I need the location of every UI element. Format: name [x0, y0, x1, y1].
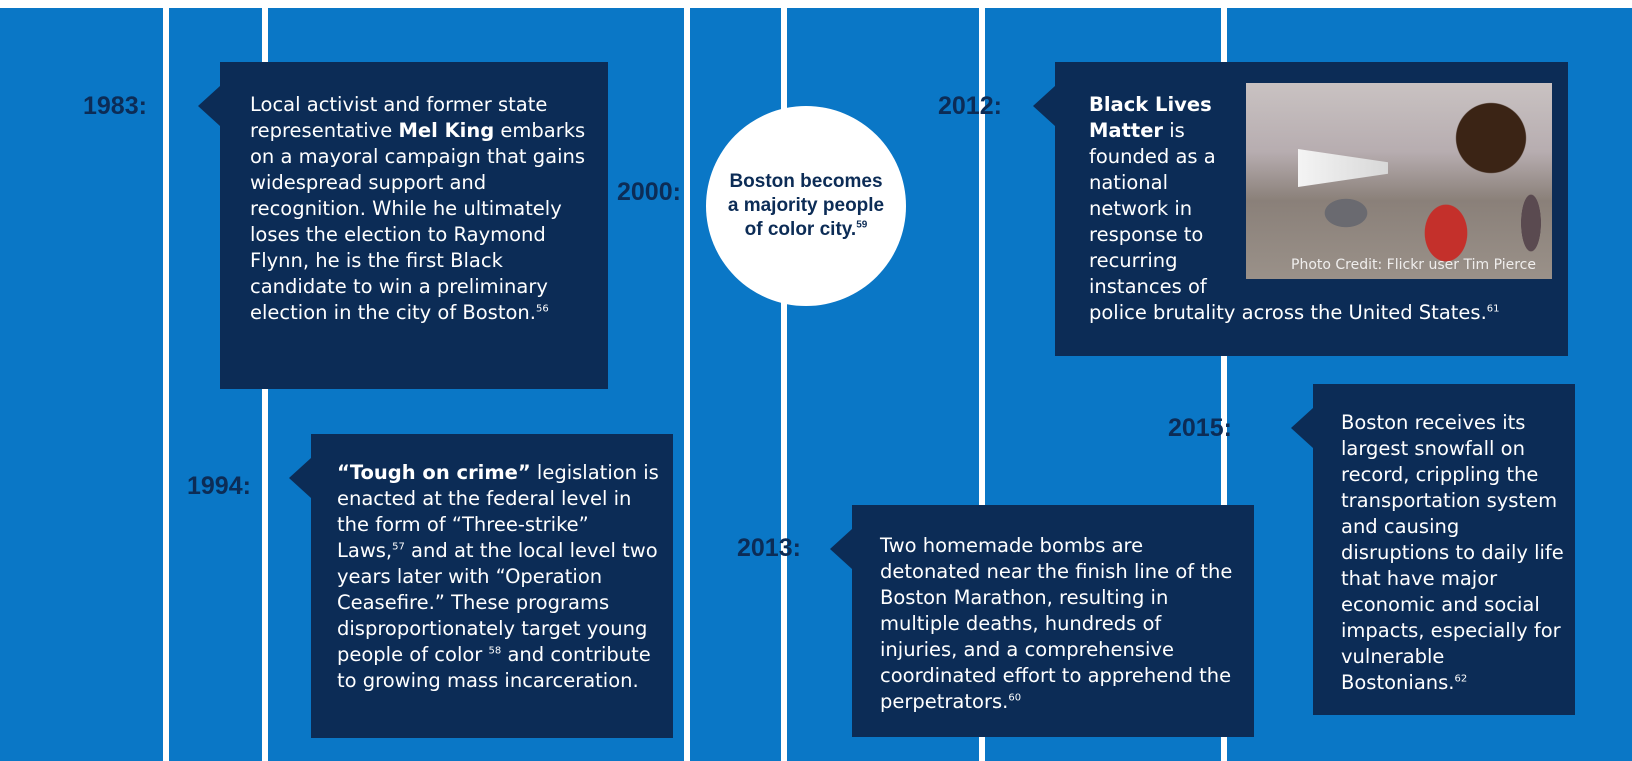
photo-credit: Photo Credit: Flickr user Tim Pierce: [1291, 257, 1536, 273]
event-highlight: “Tough on crime”: [337, 461, 531, 484]
year-label-1983: 1983:: [83, 92, 147, 120]
event-circle-2000: Boston becomes a majority people of colo…: [706, 106, 906, 306]
protest-photo: Photo Credit: Flickr user Tim Pierce: [1246, 83, 1552, 279]
footnote-ref: 62: [1454, 673, 1468, 685]
event-text: is founded as a national network in resp…: [1089, 119, 1487, 324]
timeline-column: [0, 8, 163, 761]
event-text: and at the local level two years later w…: [337, 539, 658, 666]
year-label-2012: 2012:: [938, 92, 1002, 120]
event-text: Boston becomes a majority people of colo…: [727, 171, 885, 240]
footnote-ref: 59: [856, 219, 868, 231]
footnote-ref: 58: [488, 645, 502, 657]
event-text: embarks on a mayoral campaign that gains…: [250, 119, 586, 324]
footnote-ref: 56: [535, 303, 549, 315]
event-text: Two homemade bombs are detonated near th…: [880, 534, 1233, 713]
year-label-2000: 2000:: [617, 178, 681, 206]
footnote-ref: 57: [392, 541, 405, 553]
year-label-2013: 2013:: [737, 534, 801, 562]
megaphone-icon: [1298, 149, 1388, 187]
event-highlight: Mel King: [398, 119, 495, 142]
event-card-2015: Boston receives its largest snowfall on …: [1291, 384, 1575, 715]
event-highlight: Black Lives Matter: [1089, 93, 1212, 142]
event-text: and contribute to growing mass incarcera…: [337, 643, 651, 692]
event-card-2013: Two homemade bombs are detonated near th…: [830, 505, 1254, 737]
event-card-1994: “Tough on crime” legislation is enacted …: [289, 434, 673, 738]
event-card-1983: Local activist and former state represen…: [198, 62, 608, 389]
event-text: Boston receives its largest snowfall on …: [1341, 411, 1564, 694]
event-text: legislation is enacted at the federal le…: [337, 461, 659, 562]
footnote-ref: 60: [1008, 692, 1022, 704]
year-label-2015: 2015:: [1168, 414, 1232, 442]
year-label-1994: 1994:: [187, 472, 251, 500]
footnote-ref: 61: [1486, 303, 1500, 315]
event-text: Local activist and former state represen…: [250, 93, 548, 142]
